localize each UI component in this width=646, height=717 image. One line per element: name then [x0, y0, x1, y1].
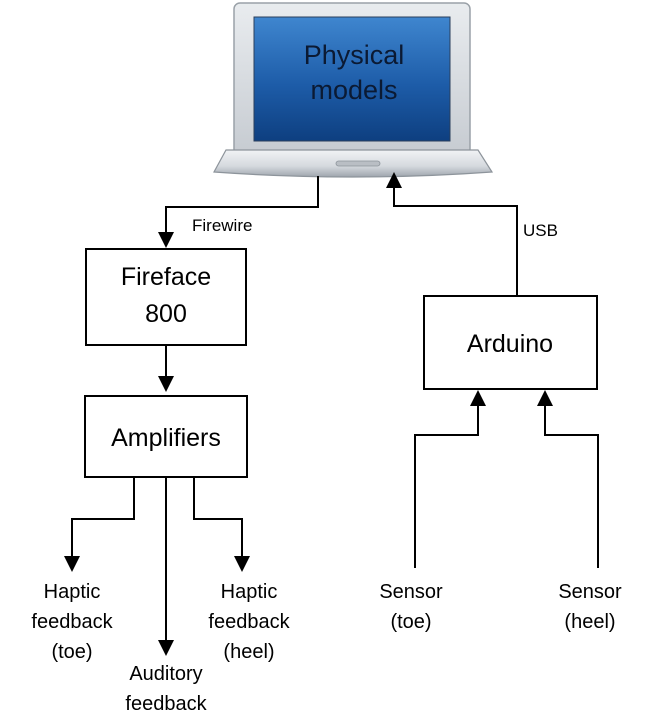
amplifiers-box [84, 395, 248, 478]
auditory-line2: feedback [125, 693, 207, 715]
haptic-toe-line3: (toe) [51, 641, 92, 663]
sensor-heel-connector [544, 404, 599, 568]
fireface-box [85, 248, 247, 346]
arrowhead-arduino-heel [537, 390, 553, 406]
laptop-icon [213, 2, 494, 178]
haptic-heel-line3: (heel) [223, 641, 274, 663]
arrowhead-amplifiers [158, 376, 174, 392]
laptop-label-line1: Physical [304, 40, 405, 70]
arrowhead-laptop-usb [386, 172, 402, 188]
sensor-heel-line2: (heel) [564, 611, 615, 633]
firewire-connector [165, 176, 319, 232]
usb-connector [393, 186, 518, 296]
sensor-heel-line1: Sensor [558, 581, 622, 603]
arrowhead-haptic-toe [64, 556, 80, 572]
haptic-toe-line1: Haptic [44, 581, 101, 603]
laptop-label-line2: models [310, 75, 397, 105]
haptic-toe-line2: feedback [31, 611, 113, 633]
auditory-line1: Auditory [129, 663, 202, 685]
arduino-label: Arduino [467, 330, 553, 358]
usb-label: USB [523, 221, 558, 240]
fireface-label-line2: 800 [145, 300, 187, 328]
arrowhead-auditory [158, 640, 174, 656]
arrowhead-haptic-heel [234, 556, 250, 572]
amp-to-haptic-toe-connector [71, 478, 135, 556]
sensor-toe-line2: (toe) [390, 611, 431, 633]
amp-to-haptic-heel-connector [193, 478, 243, 556]
amplifiers-label: Amplifiers [111, 424, 221, 452]
haptic-heel-line2: feedback [208, 611, 290, 633]
arrowhead-fireface [158, 232, 174, 248]
arrowhead-arduino-toe [470, 390, 486, 406]
haptic-heel-line1: Haptic [221, 581, 278, 603]
arduino-box [423, 295, 598, 390]
fireface-label-line1: Fireface [121, 263, 211, 291]
sensor-toe-connector [414, 404, 479, 568]
firewire-label: Firewire [192, 216, 252, 235]
sensor-toe-line1: Sensor [379, 581, 443, 603]
